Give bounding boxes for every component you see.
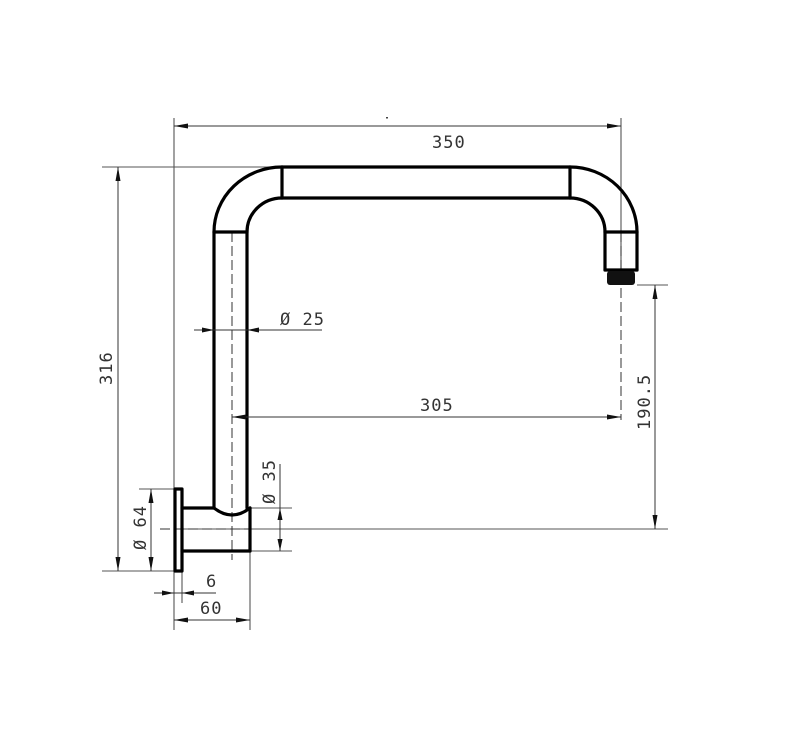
base-cylinder xyxy=(180,506,252,553)
dim-350-label: 350 xyxy=(432,133,466,153)
dim-flange-thickness: 6 xyxy=(154,572,217,596)
dim-overall-height: 316 xyxy=(97,167,121,571)
dim-190-5-label: 190.5 xyxy=(635,374,655,430)
dim-6-label: 6 xyxy=(206,572,217,592)
dim-base-diameter: Ø 35 xyxy=(260,459,283,551)
extension-lines xyxy=(102,118,668,630)
dim-64-label: Ø 64 xyxy=(131,505,151,550)
dim-pipe-diameter: Ø 25 xyxy=(194,310,325,333)
center-lines xyxy=(160,232,622,560)
dim-35-label: Ø 35 xyxy=(260,459,280,504)
dim-316-label: 316 xyxy=(97,351,117,385)
speck-mark xyxy=(386,117,388,119)
dim-60-label: 60 xyxy=(200,599,222,619)
dim-outlet-height: 190.5 xyxy=(635,285,658,529)
thread-nozzle xyxy=(607,271,635,285)
dim-reach: 305 xyxy=(232,396,621,420)
pipe-body xyxy=(212,165,639,510)
dim-overall-width: 350 xyxy=(174,123,621,153)
dim-25-label: Ø 25 xyxy=(280,310,325,330)
dim-base-projection: 60 xyxy=(174,599,250,623)
wall-flange xyxy=(173,487,184,573)
dim-305-label: 305 xyxy=(420,396,454,416)
dim-flange-diameter: Ø 64 xyxy=(131,489,154,571)
